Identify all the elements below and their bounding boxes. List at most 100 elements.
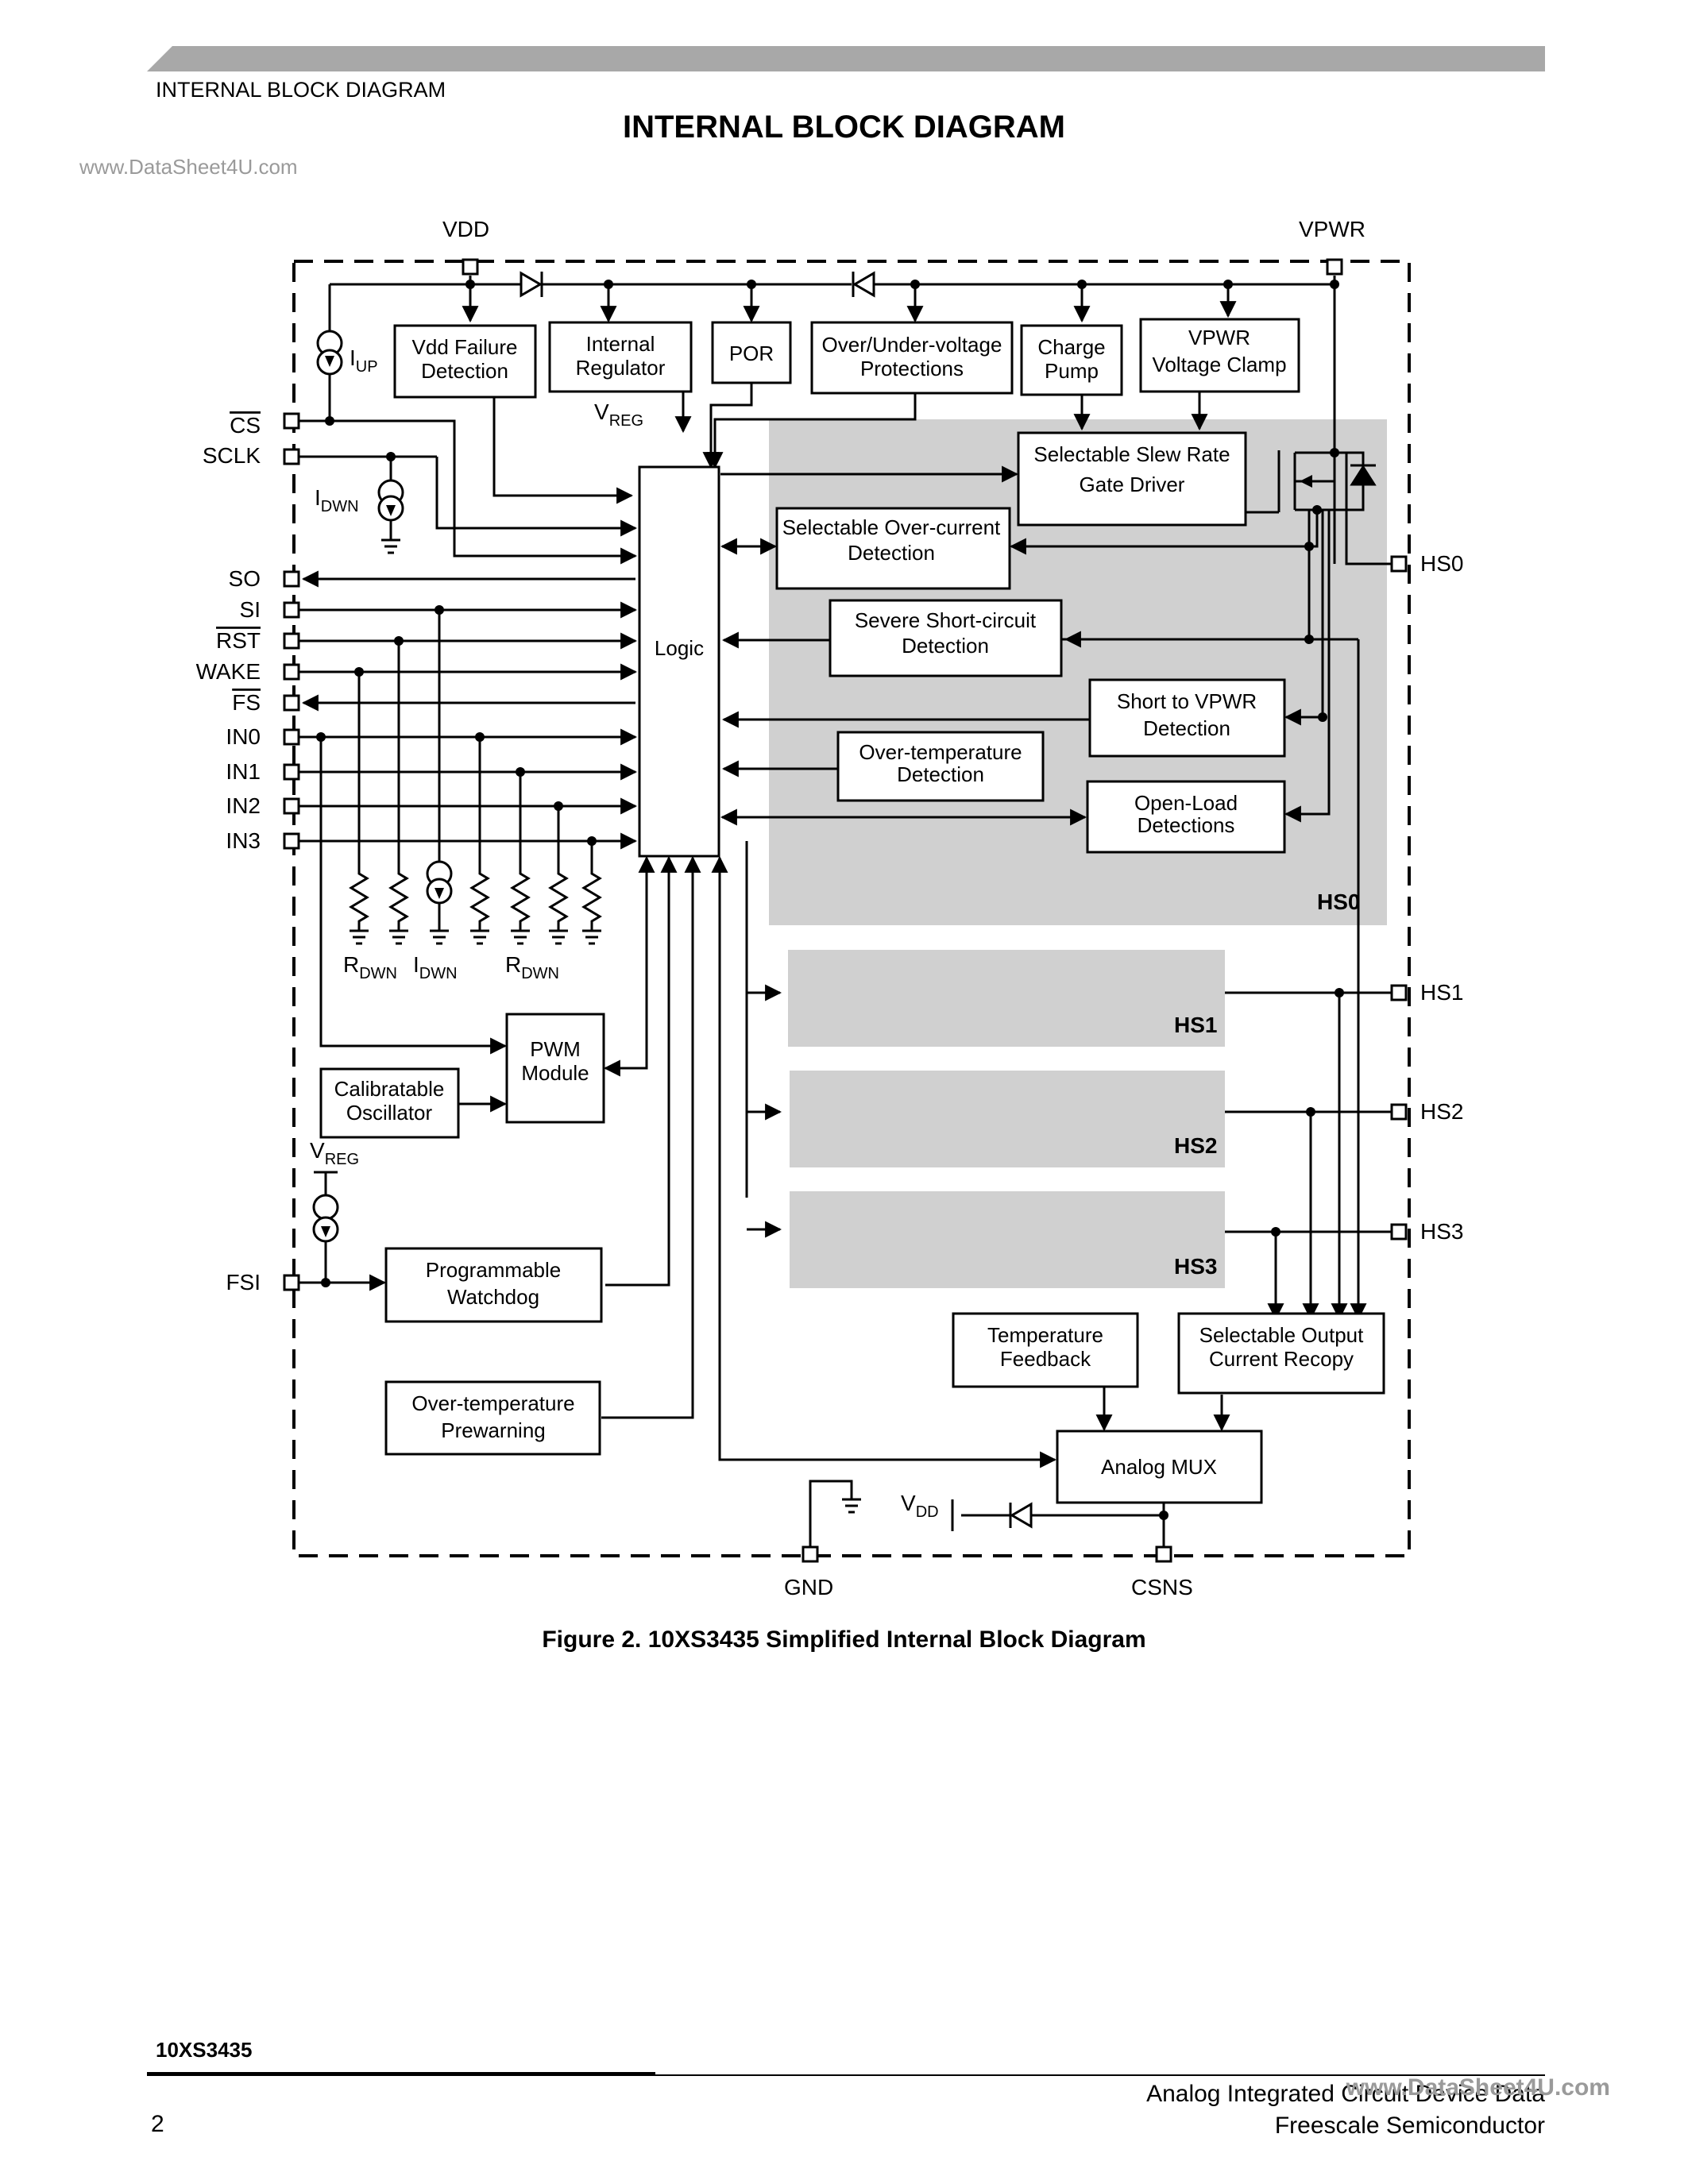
pin-in3: [283, 832, 300, 850]
por-label: POR: [729, 341, 774, 365]
pin-vpwr: [1326, 258, 1343, 276]
in3-pin-label: IN3: [226, 828, 261, 853]
pin-rst: [283, 632, 300, 650]
in1-pin-label: IN1: [226, 759, 261, 784]
slew-rate-gate-driver-block: [1017, 431, 1247, 527]
pin-hs3: [1390, 1223, 1408, 1241]
vpwr-voltage-clamp-block: [1139, 318, 1300, 393]
page-title: INTERNAL BLOCK DIAGRAM: [622, 110, 1065, 145]
hs1-pin-label: HS1: [1420, 980, 1463, 1005]
si-pin-label: SI: [240, 597, 261, 622]
pin-hs0: [1390, 555, 1408, 573]
pin-cs: [283, 412, 300, 430]
pin-fsi: [283, 1274, 300, 1291]
page-number: 2: [151, 2111, 164, 2137]
short-circuit-detection-block: [829, 599, 1063, 677]
logic-block: [638, 465, 720, 858]
hs0-pin-label: HS0: [1420, 551, 1463, 576]
over-under-voltage-block: [810, 321, 1014, 395]
over-current-detection-block: [775, 507, 1011, 590]
vreg-logic-label: VREG: [594, 399, 643, 430]
vdd-pin-label: VDD: [442, 217, 489, 241]
calibratable-oscillator-block: [319, 1067, 460, 1139]
pin-in0: [283, 728, 300, 746]
over-temperature-prewarning-block: [384, 1380, 601, 1456]
publication-title: Analog Integrated Circuit Device Data: [1146, 2081, 1545, 2107]
channel-label-hs1: HS1: [1174, 1013, 1217, 1037]
programmable-watchdog-block: [384, 1247, 603, 1323]
gnd-pin-label: GND: [784, 1575, 833, 1599]
channel-label-hs3: HS3: [1174, 1254, 1217, 1279]
charge-pump-block: [1020, 324, 1123, 396]
por-block: [711, 321, 792, 384]
logic-label: Logic: [655, 636, 704, 660]
hs2-channel-region: [790, 1071, 1225, 1167]
sclk-pin-label: SCLK: [203, 443, 261, 468]
footer-rule: [147, 2072, 1545, 2076]
pin-hs2: [1390, 1103, 1408, 1121]
pin-wake: [283, 663, 300, 681]
hs1-channel-region: [788, 950, 1225, 1047]
pin-in2: [283, 797, 300, 815]
vdd-failure-detection-block: [393, 324, 537, 399]
hs2-pin-label: HS2: [1420, 1099, 1463, 1124]
watermark[interactable]: www.DataSheet4U.com: [79, 155, 298, 179]
header-rule: [147, 46, 1545, 71]
wake-pin-label: WAKE: [196, 659, 261, 684]
pin-fs: [283, 694, 300, 712]
in2-pin-label: IN2: [226, 793, 261, 818]
hs3-channel-region: [790, 1191, 1225, 1288]
over-temperature-detection-block: [836, 731, 1045, 802]
analog-mux-block: [1056, 1430, 1263, 1504]
in0-pin-label: IN0: [226, 724, 261, 749]
vpwr-pin-label: VPWR: [1299, 217, 1365, 241]
pin-so: [283, 570, 300, 588]
iup-label: IUP: [350, 345, 378, 376]
csns-pin-label: CSNS: [1131, 1575, 1193, 1599]
short-to-vpwr-detection-block: [1088, 678, 1286, 758]
pin-sclk: [283, 448, 300, 465]
device-boundary: [292, 260, 1411, 1557]
pin-vdd: [462, 258, 479, 276]
temperature-feedback-block: [952, 1312, 1139, 1388]
hs3-pin-label: HS3: [1420, 1219, 1463, 1244]
pin-si: [283, 601, 300, 619]
company-name: Freescale Semiconductor: [1274, 2113, 1545, 2139]
pin-in1: [283, 763, 300, 781]
internal-regulator-block: [548, 321, 693, 393]
pin-csns: [1155, 1545, 1172, 1563]
pin-gnd: [802, 1545, 819, 1563]
channel-label-hs0: HS0: [1317, 889, 1360, 914]
rdwn-right-label: RDWN: [505, 952, 559, 982]
vreg-fsi-label: VREG: [310, 1138, 359, 1168]
fs-pin-label: FS: [232, 690, 261, 715]
section-title: INTERNAL BLOCK DIAGRAM: [156, 78, 446, 102]
analog-mux-label: Analog MUX: [1101, 1455, 1217, 1479]
footer-watermark[interactable]: www.DataSheet4U.com: [1346, 2074, 1610, 2101]
rst-pin-label: RST: [216, 628, 261, 653]
rdwn-left-label: RDWN: [343, 952, 397, 982]
pin-hs1: [1390, 984, 1408, 1001]
cs-pin-label: CS: [230, 413, 261, 438]
output-current-recopy-block: [1177, 1312, 1385, 1395]
so-pin-label: SO: [229, 566, 261, 591]
vdd-csns-label: VDD: [901, 1491, 939, 1521]
pwm-module-block: [505, 1013, 605, 1124]
